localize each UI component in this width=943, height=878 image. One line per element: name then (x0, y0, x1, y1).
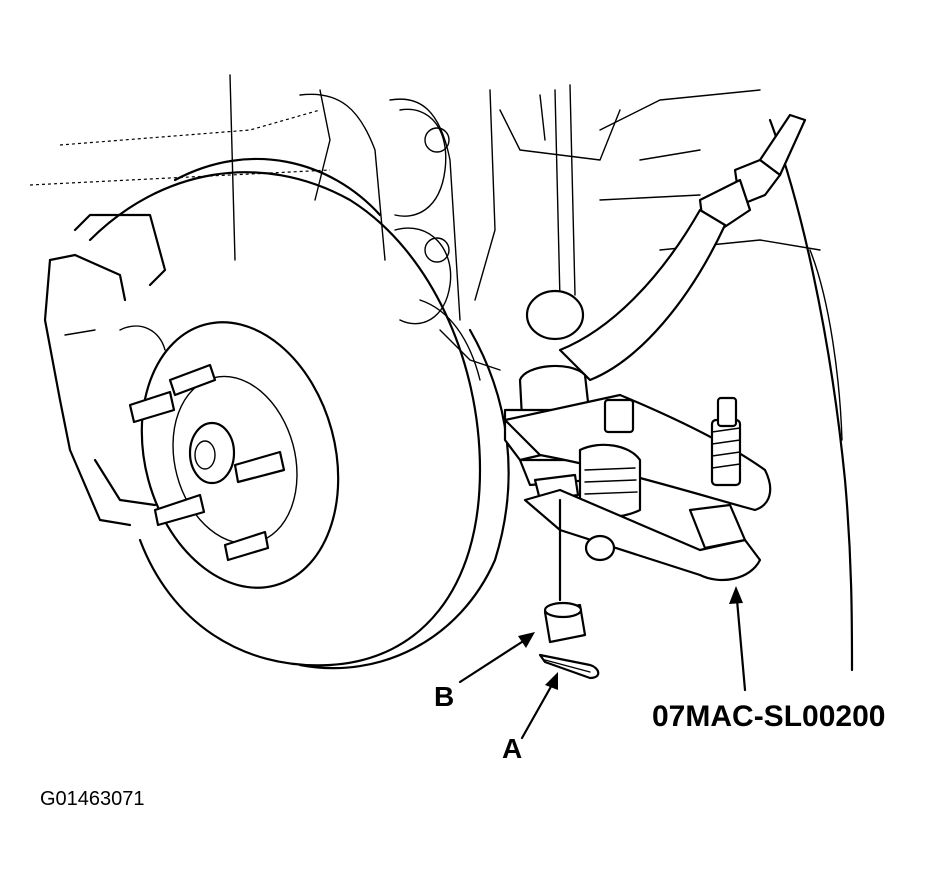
arrow-b-head (518, 632, 535, 648)
arrow-a-head (545, 672, 558, 690)
cotter-pin (538, 653, 600, 680)
arrow-tool-head (729, 586, 743, 604)
tie-rod (558, 113, 807, 382)
label-tool-part-number: 07MAC-SL00200 (652, 700, 885, 733)
leader-arrows (458, 586, 747, 740)
label-b: B (434, 681, 454, 712)
brake-caliper (43, 213, 167, 527)
wheel-studs (128, 363, 286, 562)
chassis-background (29, 74, 854, 672)
castle-nut (543, 498, 587, 644)
ball-joint-remover-tool (503, 393, 772, 582)
label-a: A (502, 733, 522, 764)
figure-id: G01463071 (40, 788, 145, 810)
